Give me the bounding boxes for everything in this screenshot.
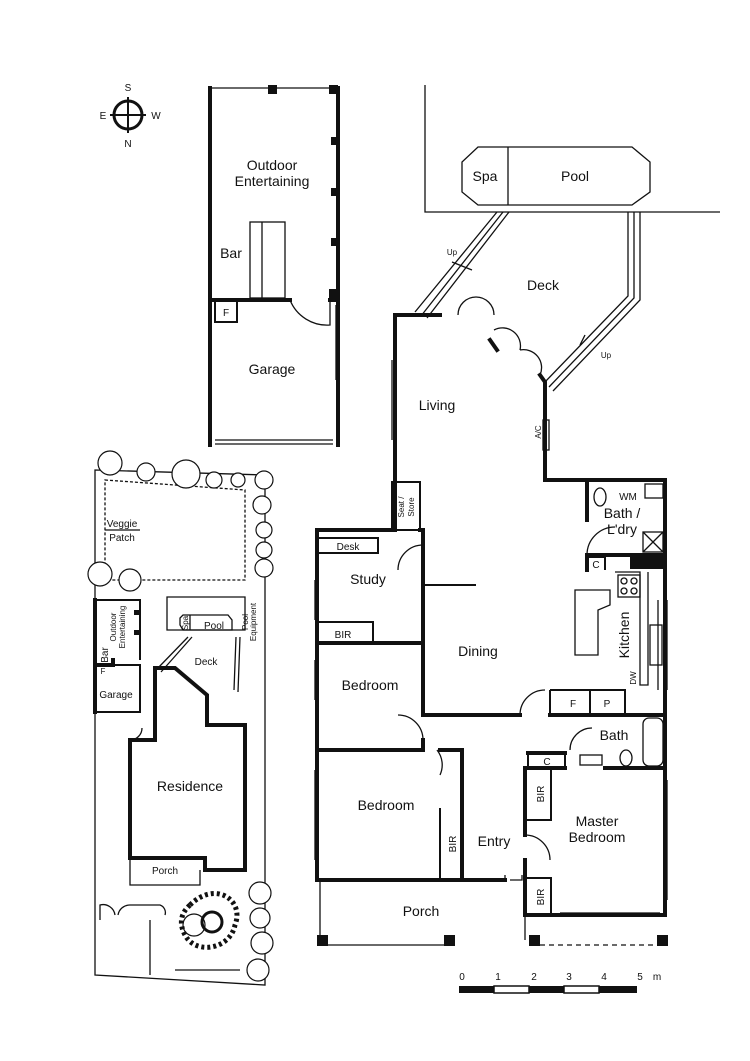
- dining-label: Dining: [458, 643, 498, 659]
- porch: Porch: [317, 879, 668, 946]
- veggie-patch-label-1: Veggie: [107, 519, 138, 530]
- compass-icon: S N E W: [100, 83, 162, 150]
- master-bedroom-label-1: Master: [576, 813, 619, 829]
- bar-label: Bar: [220, 245, 242, 261]
- garage-building: Outdoor Entertaining Bar F Garage: [208, 85, 340, 447]
- site-pool-equipment-label-1: Pool: [241, 614, 250, 630]
- site-plan: Veggie Patch Outdoor Entertaining Bar F …: [87, 450, 274, 986]
- study-label: Study: [350, 571, 386, 587]
- bedroom-1-label: Bedroom: [342, 677, 399, 693]
- veggie-patch-label-2: Patch: [109, 533, 135, 544]
- scale-tick-2: 2: [531, 972, 537, 983]
- wm-label: WM: [619, 492, 637, 503]
- compass-s: S: [125, 83, 132, 94]
- tree-icons: [87, 450, 274, 982]
- cupboard-laundry-label: C: [592, 560, 599, 571]
- master-bedroom-label-2: Bedroom: [569, 829, 626, 845]
- site-spa-label: Spa: [181, 615, 190, 630]
- site-outdoor-entertaining-label-2: Entertaining: [118, 606, 127, 649]
- scale-bar: 0 1 2 3 4 5 m: [459, 972, 661, 994]
- entry-label: Entry: [478, 833, 511, 849]
- bath-laundry-label-1: Bath /: [604, 505, 641, 521]
- living-label: Living: [419, 397, 456, 413]
- scale-tick-4: 4: [601, 972, 607, 983]
- seat-store-label-1: Seat /: [397, 496, 406, 518]
- scale-tick-0: 0: [459, 972, 465, 983]
- bedroom-2-label: Bedroom: [358, 797, 415, 813]
- pantry-label: P: [604, 699, 611, 710]
- ac-label: A/C: [534, 425, 543, 439]
- compass-w: W: [151, 111, 161, 122]
- bath-laundry-label-2: L'dry: [607, 521, 637, 537]
- site-residence-label: Residence: [157, 778, 223, 794]
- up-left-label: Up: [447, 248, 458, 257]
- bath-label: Bath: [600, 727, 629, 743]
- compass-n: N: [124, 139, 131, 150]
- cupboard-bath-label: C: [543, 757, 550, 768]
- scale-tick-3: 3: [566, 972, 572, 983]
- master-bir-bottom-label: BIR: [536, 889, 547, 906]
- deck-label: Deck: [527, 277, 560, 293]
- study-bir-label: BIR: [335, 630, 352, 641]
- deck-stairs: Up Up Deck: [414, 211, 641, 392]
- site-porch-label: Porch: [152, 866, 178, 877]
- site-pool-equipment-label-2: Equipment: [249, 602, 258, 641]
- garage-label: Garage: [249, 361, 296, 377]
- dw-label: DW: [629, 671, 638, 685]
- scale-tick-1: 1: [495, 972, 501, 983]
- outdoor-entertaining-label-2: Entertaining: [235, 173, 310, 189]
- site-pool-label: Pool: [204, 621, 224, 632]
- bedroom-2-bir-label: BIR: [448, 836, 459, 853]
- outdoor-entertaining-label-1: Outdoor: [247, 157, 298, 173]
- house-walls: A/C Living Seat / Store Desk Study BIR B…: [314, 296, 668, 917]
- kitchen-fridge-label: F: [570, 699, 576, 710]
- scale-unit: m: [653, 972, 661, 983]
- site-bar-label: Bar: [100, 647, 111, 663]
- kitchen-label: Kitchen: [616, 612, 632, 659]
- site-garage-label: Garage: [99, 690, 133, 701]
- pool-area: Spa Pool: [424, 85, 720, 213]
- site-fridge-label: F: [101, 667, 106, 676]
- porch-label: Porch: [403, 903, 440, 919]
- seat-store-label-2: Store: [407, 497, 416, 517]
- scale-tick-5: 5: [637, 972, 643, 983]
- master-bir-top-label: BIR: [536, 786, 547, 803]
- site-deck-label: Deck: [195, 657, 219, 668]
- compass-e: E: [100, 111, 107, 122]
- up-right-label: Up: [601, 351, 612, 360]
- fridge-label: F: [223, 308, 229, 319]
- site-outdoor-entertaining-label-1: Outdoor: [109, 612, 118, 641]
- spa-label: Spa: [473, 168, 498, 184]
- pool-label: Pool: [561, 168, 589, 184]
- desk-label: Desk: [337, 542, 361, 553]
